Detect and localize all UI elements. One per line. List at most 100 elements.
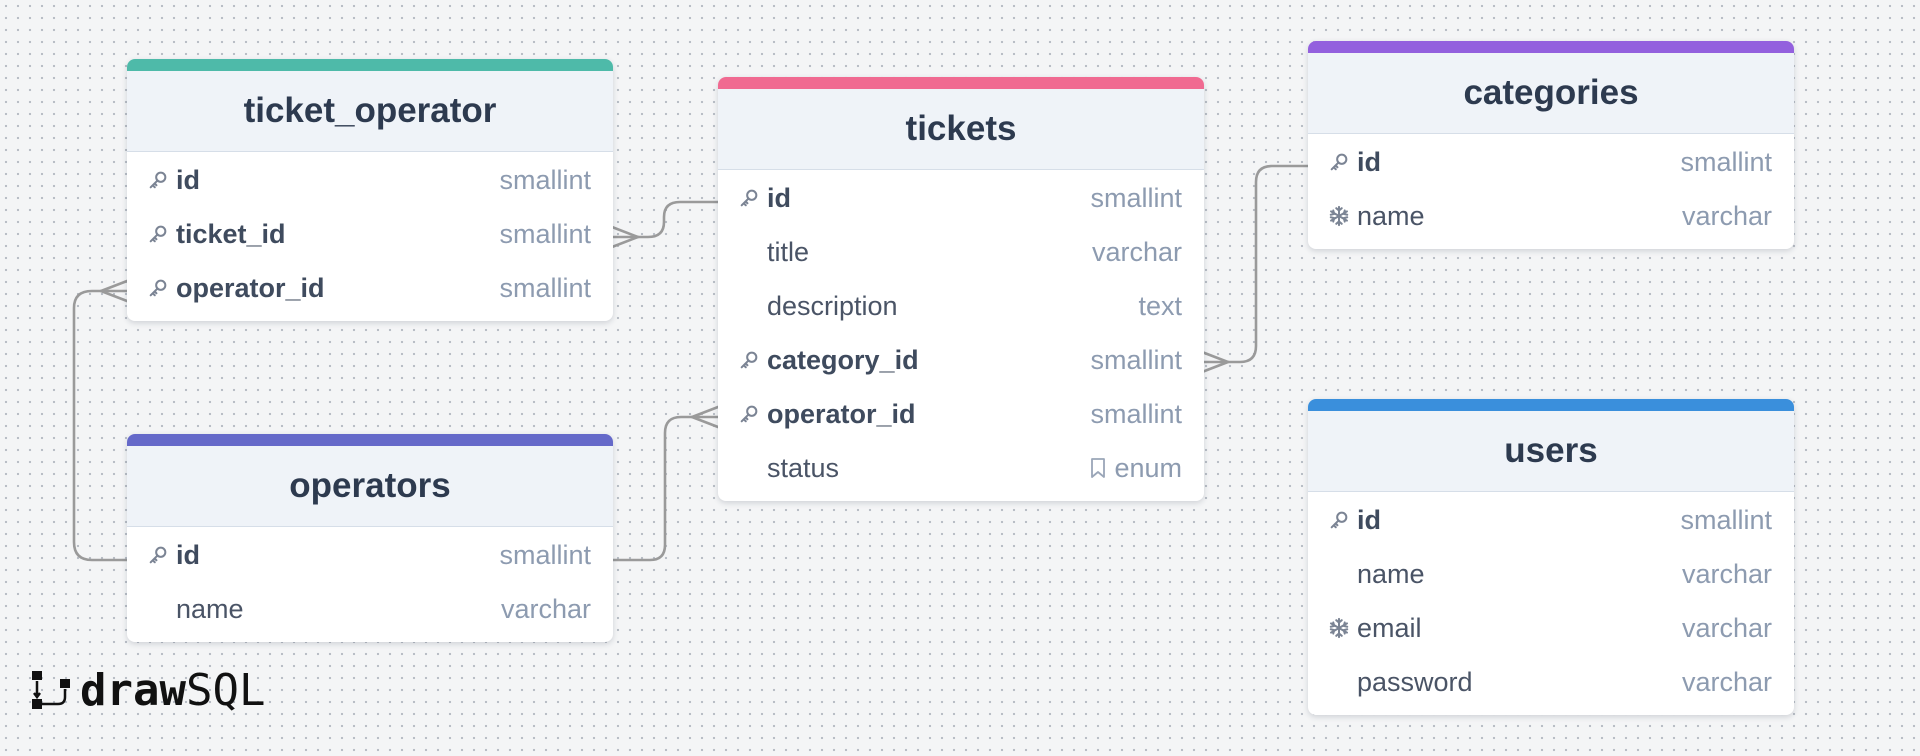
table-header[interactable]: ticket_operator: [127, 71, 613, 152]
column-name: operator_id: [176, 272, 325, 303]
key-icon: [1328, 505, 1357, 535]
column-type: smallint: [1090, 399, 1182, 430]
column-row[interactable]: id smallint: [718, 171, 1204, 225]
column-type-text: varchar: [1091, 236, 1182, 267]
column-icon-spacer: [738, 291, 767, 321]
key-icon: [147, 219, 176, 249]
table-accent-bar: [718, 77, 1204, 89]
crow-foot-icon: [99, 279, 129, 303]
column-type: varchar: [1682, 613, 1772, 644]
column-type: smallint: [1680, 147, 1772, 178]
column-row[interactable]: name varchar: [127, 582, 613, 636]
snowflake-icon: [1328, 613, 1357, 643]
column-type-text: smallint: [499, 539, 591, 570]
column-row[interactable]: category_id smallint: [718, 333, 1204, 387]
relation-line-operator-id-link[interactable]: [72, 289, 129, 562]
column-row[interactable]: title varchar: [718, 225, 1204, 279]
column-type-text: enum: [1114, 452, 1182, 483]
column-type-text: varchar: [500, 593, 591, 624]
column-type: smallint: [1680, 505, 1772, 536]
column-name: category_id: [767, 344, 919, 375]
key-icon: [147, 165, 176, 195]
table-accent-bar: [1308, 399, 1794, 411]
column-type-text: varchar: [1681, 612, 1772, 643]
column-name: id: [1357, 146, 1381, 177]
snowflake-icon: [1328, 201, 1357, 231]
table-accent-bar: [127, 59, 613, 71]
table-operators[interactable]: operators id smallint name varchar: [127, 434, 613, 642]
column-row[interactable]: operator_id smallint: [718, 387, 1204, 441]
column-name: id: [767, 182, 791, 213]
column-row[interactable]: name varchar: [1308, 189, 1794, 243]
column-name: status: [767, 452, 840, 483]
column-list: id smallint name varchar: [1308, 134, 1794, 249]
column-type-text: smallint: [1090, 398, 1182, 429]
drawsql-logo-text: drawSQL: [80, 669, 265, 713]
key-icon: [738, 183, 767, 213]
column-name: name: [1357, 558, 1425, 589]
table-header[interactable]: categories: [1308, 53, 1794, 134]
table-header[interactable]: operators: [127, 446, 613, 527]
key-icon: [738, 345, 767, 375]
column-type-text: smallint: [499, 272, 591, 303]
column-list: id smallint name varchar: [127, 527, 613, 642]
column-row[interactable]: id smallint: [127, 528, 613, 582]
column-type: varchar: [1682, 201, 1772, 232]
relation-line-category[interactable]: [1200, 164, 1310, 364]
column-type-text: smallint: [1090, 182, 1182, 213]
table-title: categories: [1463, 73, 1639, 112]
column-name: operator_id: [767, 398, 916, 429]
column-type: varchar: [1682, 667, 1772, 698]
column-name: name: [1357, 200, 1425, 231]
table-categories[interactable]: categories id smallint name varchar: [1308, 41, 1794, 249]
relation-line-ticket-operator[interactable]: [610, 415, 720, 562]
column-name: title: [767, 236, 810, 267]
table-header[interactable]: users: [1308, 411, 1794, 492]
column-type-text: varchar: [1681, 200, 1772, 231]
column-icon-spacer: [147, 594, 176, 624]
column-name: id: [176, 539, 200, 570]
relation-line-ticket-id[interactable]: [610, 200, 720, 239]
column-row[interactable]: id smallint: [1308, 135, 1794, 189]
table-header[interactable]: tickets: [718, 89, 1204, 170]
table-title: operators: [289, 466, 451, 505]
logo-text-light: SQL: [185, 665, 266, 716]
column-type: varchar: [501, 594, 591, 625]
column-row[interactable]: email varchar: [1308, 601, 1794, 655]
column-name: name: [176, 593, 244, 624]
column-row[interactable]: password varchar: [1308, 655, 1794, 709]
column-type-text: text: [1138, 290, 1182, 321]
column-name: ticket_id: [176, 218, 286, 249]
crow-foot-icon: [690, 405, 720, 429]
crow-foot-icon: [1200, 350, 1230, 374]
column-row[interactable]: status enum: [718, 441, 1204, 495]
column-icon-spacer: [1328, 559, 1357, 589]
drawsql-logo-icon: [32, 671, 70, 709]
column-type: smallint: [499, 165, 591, 196]
table-tickets[interactable]: tickets id smallint title varchar descriptio…: [718, 77, 1204, 501]
logo-text-bold: draw: [80, 665, 186, 716]
key-icon: [738, 399, 767, 429]
crow-foot-icon: [610, 225, 640, 249]
column-type-text: smallint: [1680, 146, 1772, 177]
table-accent-bar: [1308, 41, 1794, 53]
column-type: smallint: [499, 273, 591, 304]
column-name: email: [1357, 612, 1422, 643]
drawsql-logo[interactable]: drawSQL: [30, 666, 265, 716]
column-row[interactable]: operator_id smallint: [127, 261, 613, 315]
key-icon: [147, 273, 176, 303]
column-type-text: smallint: [1090, 344, 1182, 375]
column-type-text: smallint: [499, 164, 591, 195]
column-name: password: [1357, 666, 1473, 697]
table-title: users: [1504, 431, 1598, 470]
